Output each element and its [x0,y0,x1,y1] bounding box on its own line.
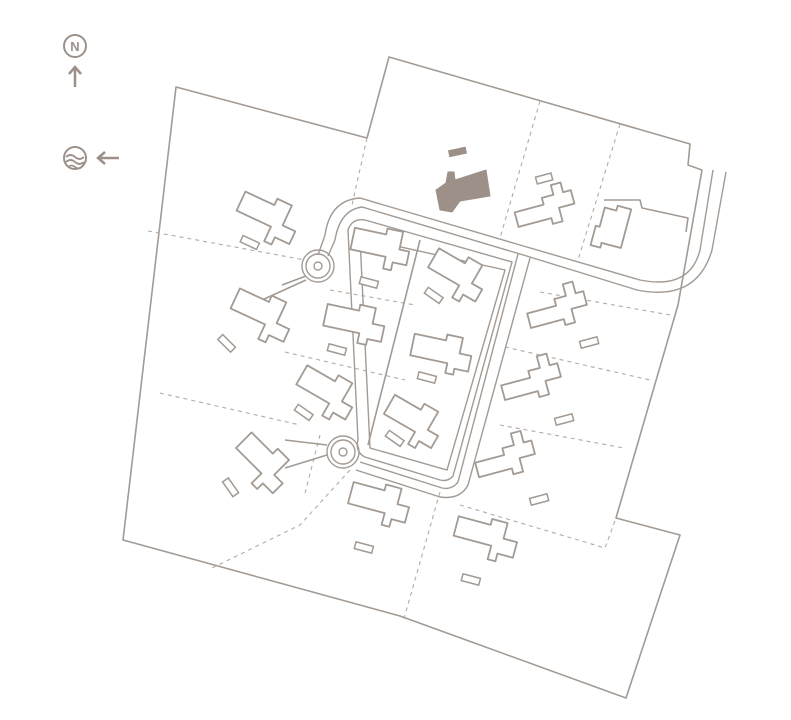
lot-lines [147,100,677,623]
highlighted-building [435,146,491,213]
road-network [261,169,727,499]
arrow-left-icon [96,151,119,165]
house [235,190,297,246]
houses [216,172,689,587]
north-label: N [70,39,79,54]
site-boundary [122,56,703,699]
water-direction-icon [63,146,119,170]
north-arrow-icon: N [63,34,87,87]
